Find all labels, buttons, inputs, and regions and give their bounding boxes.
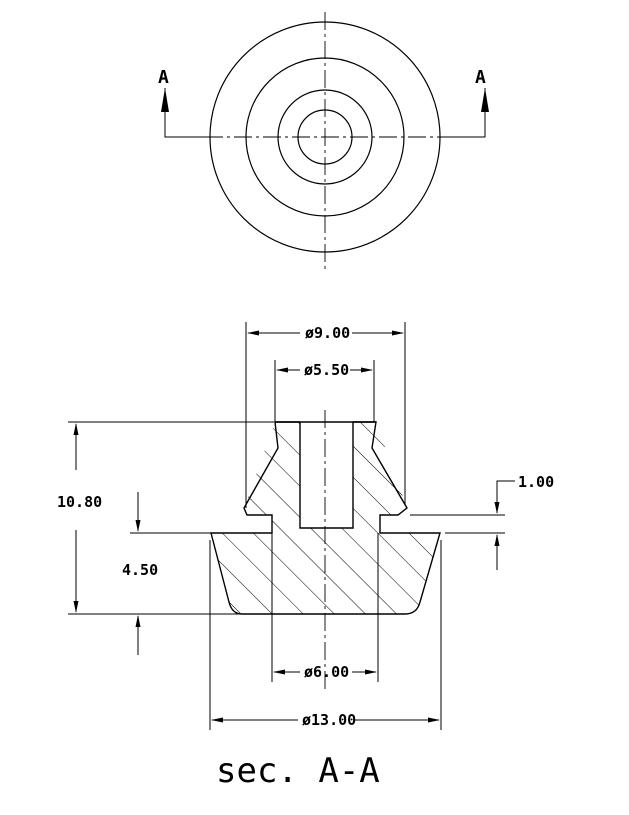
dim-bottom-inner-diameter-text: ø6.00 bbox=[304, 663, 349, 681]
dim-outer-top-diameter-text: ø9.00 bbox=[305, 324, 350, 342]
dim-bottom-outer-diameter: ø13.00 bbox=[209, 540, 442, 730]
section-label: sec. A-A bbox=[216, 751, 380, 791]
dim-total-height: 10.80 bbox=[57, 421, 274, 615]
dim-base-height-text: 4.50 bbox=[122, 561, 158, 579]
dim-groove-width-text: 1.00 bbox=[518, 473, 554, 491]
section-view: ø9.00 ø5.50 10.80 4.50 bbox=[57, 322, 554, 791]
section-outline-right bbox=[325, 421, 441, 615]
dim-bottom-inner-diameter: ø6.00 bbox=[271, 533, 379, 682]
section-cut-line-left bbox=[164, 88, 212, 138]
section-arrow-right-icon bbox=[481, 88, 489, 112]
dim-bottom-outer-diameter-text: ø13.00 bbox=[302, 711, 356, 729]
dim-total-height-text: 10.80 bbox=[57, 493, 102, 511]
section-letter-right: A bbox=[475, 67, 486, 88]
top-view: A A bbox=[158, 12, 489, 270]
dim-groove-width: 1.00 bbox=[410, 473, 554, 570]
dim-base-height: 4.50 bbox=[122, 492, 272, 655]
section-bore-outline bbox=[299, 422, 354, 529]
section-cut-line-right bbox=[440, 88, 486, 138]
dim-inner-top-diameter-text: ø5.50 bbox=[304, 361, 349, 379]
section-arrow-left-icon bbox=[161, 88, 169, 112]
dim-outer-top-diameter: ø9.00 bbox=[245, 322, 406, 508]
section-letter-left: A bbox=[158, 67, 169, 88]
dim-inner-top-diameter: ø5.50 bbox=[274, 360, 375, 422]
